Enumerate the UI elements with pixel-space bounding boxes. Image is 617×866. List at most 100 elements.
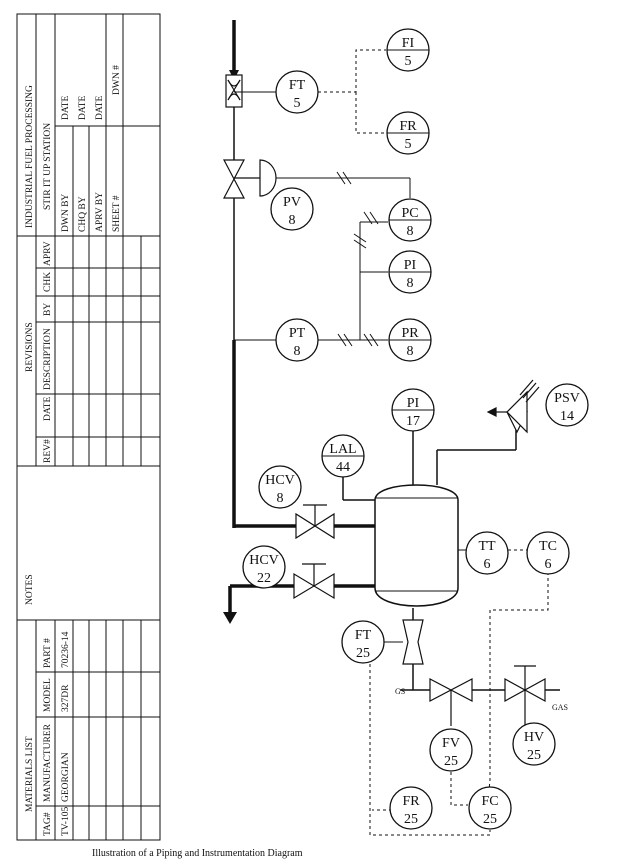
- instrument-number-hcv22: 22: [257, 571, 271, 586]
- gs-label: GS: [395, 687, 405, 696]
- instrument-number-fc25: 25: [483, 812, 497, 827]
- instrument-fr25: FR 25: [389, 786, 433, 830]
- instrument-number-tt6: 6: [484, 557, 491, 572]
- instrument-pv8: PV 8: [270, 187, 314, 231]
- instrument-bubble-fc25: [468, 786, 512, 830]
- instrument-code-tt6: TT: [478, 539, 496, 554]
- instrument-code-pv8: PV: [283, 195, 301, 210]
- instrument-code-pi8: PI: [404, 258, 417, 273]
- instrument-code-pi17: PI: [407, 396, 420, 411]
- instrument-bubble-pt8: [275, 318, 319, 362]
- pv-control-valve-icon: [223, 159, 277, 199]
- sheet-label: SHEET #: [112, 195, 122, 232]
- instrument-number-pr8: 8: [407, 344, 414, 359]
- mat-row-tag: TV-105: [61, 807, 71, 836]
- instrument-code-hcv22: HCV: [249, 553, 279, 568]
- instrument-bubble-tt6: [465, 531, 509, 575]
- instrument-number-pv8: 8: [289, 213, 296, 228]
- rev-col-date: DATE: [43, 397, 53, 421]
- gas-label: GAS: [552, 703, 568, 712]
- instrument-bubble-ft25: [341, 620, 385, 664]
- signal-lines: [234, 49, 549, 836]
- instrument-pi8: PI 8: [388, 250, 432, 294]
- instrument-bubble-tc6: [526, 531, 570, 575]
- instrument-bubble-ft5: [275, 70, 319, 114]
- instrument-number-psv14: 14: [560, 409, 574, 424]
- vessel: [374, 484, 459, 607]
- revisions-title: REVISIONS: [25, 322, 35, 372]
- notes-area: [16, 465, 161, 621]
- instrument-code-pt8: PT: [289, 326, 306, 341]
- title-block-text: INDUSTRIAL FUEL PROCESSING STIR IT UP ST…: [25, 65, 122, 232]
- instrument-code-pc8: PC: [401, 206, 418, 221]
- instrument-number-hcv8: 8: [277, 491, 284, 506]
- instrument-number-tc6: 6: [545, 557, 552, 572]
- instrument-number-fi5: 5: [405, 54, 412, 69]
- instrument-fr5: FR 5: [386, 111, 430, 155]
- instrument-code-tc6: TC: [539, 539, 557, 554]
- instrument-bubble-pv8: [270, 187, 314, 231]
- instrument-bubble-fv25: [429, 728, 473, 772]
- instrument-fi5: FI5: [386, 28, 430, 72]
- revisions-table: [16, 235, 161, 467]
- rev-col-by: BY: [43, 303, 53, 316]
- instrument-fc25: FC 25: [468, 786, 512, 830]
- mat-col-manufacturer: MANUFACTURER: [43, 723, 53, 802]
- venturi-icon: [402, 619, 424, 665]
- instrument-bubble-hv25: [512, 722, 556, 766]
- instrument-pi17: PI 17: [391, 388, 435, 432]
- instrument-tt6: TT 6: [465, 531, 509, 575]
- instrument-bubble-hcv8: [258, 465, 302, 509]
- dwn-by-date: DATE: [61, 96, 71, 120]
- instrument-code-hv25: HV: [524, 730, 544, 745]
- instrument-pr8: PR8: [388, 318, 432, 362]
- flow-element-icon: [225, 74, 243, 108]
- mat-col-part: PART #: [43, 638, 53, 668]
- instrument-ft5: FT5: [275, 70, 319, 114]
- materials-title: MATERIALS LIST: [25, 736, 35, 812]
- mat-row-manufacturer: GEORGIAN: [61, 752, 71, 802]
- instrument-code-lal44: LAL: [329, 442, 356, 457]
- hv25-valve-icon: [504, 665, 546, 725]
- instrument-code-fc25: FC: [481, 794, 498, 809]
- instrument-number-fr25: 25: [404, 812, 418, 827]
- title-block: [16, 13, 161, 237]
- mat-row-part: 70236-14: [61, 631, 71, 668]
- instrument-code-fr5: FR: [399, 119, 417, 134]
- instrument-hcv8: HCV 8: [258, 465, 302, 509]
- company-name: INDUSTRIAL FUEL PROCESSING: [25, 85, 35, 228]
- aprv-by-label: APRV BY: [95, 192, 105, 232]
- chq-by-label: CHQ BY: [78, 196, 88, 232]
- instrument-number-pt8: 8: [294, 344, 301, 359]
- instrument-number-ft5: 5: [294, 96, 301, 111]
- fv25-valve-icon: [429, 678, 473, 726]
- dwn-by-label: DWN BY: [61, 194, 71, 232]
- hcv22-valve-icon: [293, 563, 335, 600]
- figure-caption: Illustration of a Piping and Instrumenta…: [92, 848, 303, 859]
- instrument-number-pi8: 8: [407, 276, 414, 291]
- instrument-tc6: TC 6: [526, 531, 570, 575]
- instrument-code-hcv8: HCV: [265, 473, 295, 488]
- instrument-pt8: PT 8: [275, 318, 319, 362]
- notes-label: NOTES: [25, 574, 35, 605]
- instrument-number-fv25: 25: [444, 754, 458, 769]
- instrument-code-fr25: FR: [402, 794, 420, 809]
- instrument-number-fr5: 5: [405, 137, 412, 152]
- rev-col-rev: REV#: [43, 439, 53, 463]
- mat-col-tag: TAG#: [43, 812, 53, 836]
- revisions-text: REVISIONS REV# DATE DESCRIPTION BY CHK A…: [25, 241, 53, 463]
- mat-row-model: 327DR: [61, 684, 71, 712]
- psv-relief-valve-icon: [486, 379, 540, 434]
- hcv8-valve-icon: [295, 504, 335, 540]
- rev-col-chk: CHK: [43, 272, 53, 292]
- instrument-number-pi17: 17: [406, 414, 420, 429]
- instrument-number-ft25: 25: [356, 646, 370, 661]
- rev-col-aprv: APRV: [43, 241, 53, 266]
